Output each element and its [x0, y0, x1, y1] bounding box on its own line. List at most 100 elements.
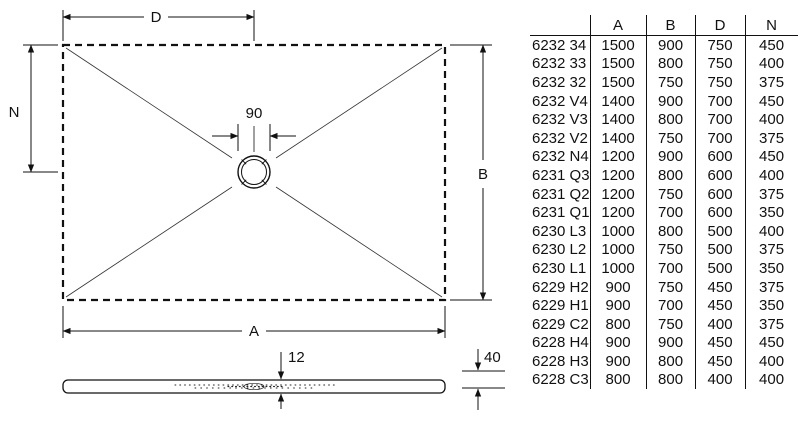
model-cell: 6228 H4 — [532, 334, 589, 352]
col-d-cell: 600 — [694, 203, 746, 222]
col-a-cell: 900 — [589, 333, 647, 353]
col-d-cell: 450 — [694, 352, 746, 371]
model-cell: 6229 C2 — [532, 315, 589, 333]
col-n-cell: 375 — [744, 73, 798, 92]
col-b-cell: 800 — [645, 110, 696, 129]
col-a-cell: 1200 — [589, 147, 647, 167]
col-d-cell: 450 — [694, 333, 746, 353]
col-a-cell: 1000 — [589, 240, 647, 260]
col-b-cell: 900 — [645, 91, 696, 111]
col-d-cell: 500 — [694, 259, 746, 278]
table-header-row: A B D N — [530, 15, 798, 36]
col-a-cell: 900 — [589, 277, 647, 297]
dimension-d-label: D — [151, 9, 162, 26]
col-b-cell: 800 — [645, 54, 696, 74]
model-cell: 6232 32 — [532, 73, 587, 91]
col-d-cell: 750 — [694, 54, 746, 74]
col-d-cell: 500 — [694, 240, 746, 260]
col-b-cell: 900 — [645, 147, 696, 167]
dimension-a-label: A — [249, 323, 259, 340]
col-a-cell: 1500 — [589, 73, 647, 92]
col-b-cell: 900 — [645, 35, 696, 55]
model-cell: 6228 C3 — [532, 371, 589, 389]
table-row: 6232 33 1500 800 750 400 — [530, 54, 798, 74]
col-d-cell: 450 — [694, 277, 746, 297]
table-row: 6232 V3 1400 800 700 400 — [530, 110, 798, 129]
col-d-cell: 700 — [694, 91, 746, 111]
col-d-cell: 600 — [694, 147, 746, 167]
model-cell: 6228 H3 — [532, 352, 589, 370]
col-n-cell: 450 — [744, 333, 798, 353]
slope-diagonals — [65, 47, 443, 298]
dimension-b — [450, 44, 492, 301]
col-d-cell: 400 — [694, 370, 746, 390]
model-cell: 6232 V4 — [532, 92, 588, 110]
col-b-cell: 700 — [645, 259, 696, 278]
col-b-cell: 750 — [645, 73, 696, 92]
tray-drawing-svg: D N B A — [9, 9, 505, 410]
col-n-cell: 400 — [744, 166, 798, 185]
col-d-cell: 600 — [694, 166, 746, 185]
col-a-cell: 1500 — [589, 35, 647, 55]
model-cell: 6230 L2 — [532, 241, 587, 259]
table-row: 6232 V4 1400 900 700 450 — [530, 91, 798, 111]
table-row: 6232 32 1500 750 750 375 — [530, 73, 798, 92]
model-cell: 6232 V2 — [532, 129, 588, 147]
col-n-cell: 350 — [744, 259, 798, 278]
col-d-cell: 700 — [694, 128, 746, 148]
col-n-cell: 450 — [744, 91, 798, 111]
model-cell: 6232 34 — [532, 36, 587, 54]
side-view-texture — [174, 382, 336, 391]
col-header-model — [530, 15, 591, 36]
col-b-cell: 800 — [645, 370, 696, 390]
col-a-cell: 900 — [589, 296, 647, 315]
col-a-cell: 1500 — [589, 54, 647, 74]
col-n-cell: 400 — [744, 352, 798, 371]
model-cell: 6231 Q2 — [532, 185, 590, 203]
col-n-cell: 450 — [744, 147, 798, 167]
col-n-cell: 400 — [744, 370, 798, 390]
col-n-cell: 375 — [744, 314, 798, 334]
size-table: A B D N 6232 34 1500 900 750 450 — [530, 15, 798, 390]
table-row: 6231 Q3 1200 800 600 400 — [530, 166, 798, 185]
col-a-cell: 1400 — [589, 110, 647, 129]
dimension-b-label: B — [478, 166, 488, 183]
drain-circle — [237, 155, 271, 189]
size-table-panel: A B D N 6232 34 1500 900 750 450 — [528, 0, 800, 424]
col-d-cell: 750 — [694, 35, 746, 55]
col-n-cell: 375 — [744, 184, 798, 204]
col-header-n: N — [744, 15, 798, 36]
table-row: 6232 V2 1400 750 700 375 — [530, 128, 798, 148]
col-d-cell: 450 — [694, 296, 746, 315]
table-row: 6230 L1 1000 700 500 350 — [530, 259, 798, 278]
col-d-cell: 600 — [694, 184, 746, 204]
dimension-n-label: N — [9, 104, 20, 121]
model-cell: 6231 Q3 — [532, 166, 590, 184]
col-d-cell: 700 — [694, 110, 746, 129]
col-n-cell: 375 — [744, 128, 798, 148]
model-cell: 6230 L1 — [532, 259, 587, 277]
col-a-cell: 800 — [589, 370, 647, 390]
col-header-b: B — [645, 15, 696, 36]
dimension-edge-height — [462, 349, 505, 410]
col-a-cell: 1200 — [589, 184, 647, 204]
col-n-cell: 400 — [744, 110, 798, 129]
col-a-cell: 1000 — [589, 221, 647, 241]
table-row: 6230 L3 1000 800 500 400 — [530, 221, 798, 241]
col-d-cell: 750 — [694, 73, 746, 92]
dimension-d — [62, 10, 255, 41]
table-row: 6231 Q1 1200 700 600 350 — [530, 203, 798, 222]
table-row: 6228 H3 900 800 450 400 — [530, 352, 798, 371]
col-b-cell: 900 — [645, 333, 696, 353]
col-a-cell: 900 — [589, 352, 647, 371]
dimension-drain-label: 90 — [246, 105, 263, 122]
model-cell: 6230 L3 — [532, 222, 587, 240]
col-b-cell: 750 — [645, 184, 696, 204]
model-cell: 6232 N4 — [532, 148, 589, 166]
col-b-cell: 750 — [645, 277, 696, 297]
dimension-thickness-label: 12 — [288, 349, 305, 366]
table-row: 6229 H1 900 700 450 350 — [530, 296, 798, 315]
tray-outline — [61, 43, 447, 302]
table-row: 6230 L2 1000 750 500 375 — [530, 240, 798, 260]
col-header-d: D — [694, 15, 746, 36]
